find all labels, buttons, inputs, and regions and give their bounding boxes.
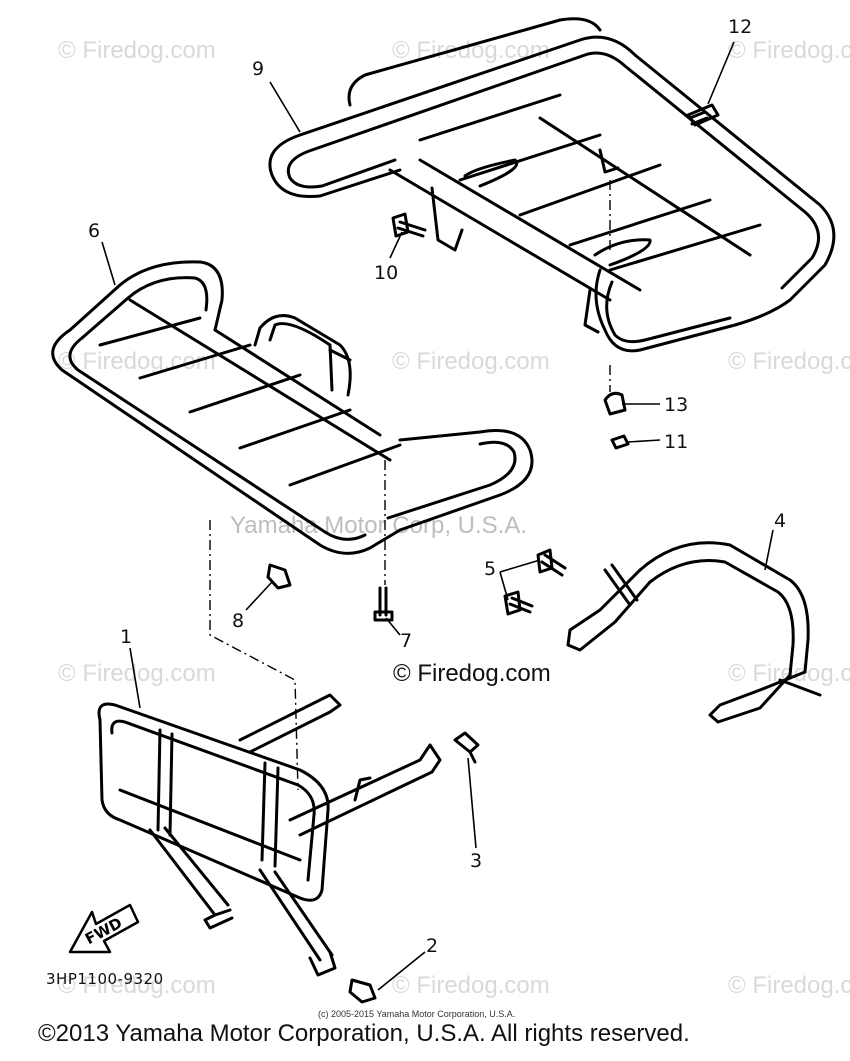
- watermark: © Firedog.com: [728, 972, 850, 999]
- callout-9: 9: [252, 58, 265, 80]
- watermark: © Firedog.com: [392, 972, 550, 999]
- copyright-notice: ©2013 Yamaha Motor Corporation, U.S.A. A…: [38, 1020, 690, 1047]
- callout-1: 1: [120, 626, 133, 648]
- watermark: © Firedog.com: [58, 37, 216, 64]
- rear-carrier: [268, 17, 836, 353]
- callout-10: 10: [374, 262, 399, 284]
- callout-8: 8: [232, 610, 245, 632]
- watermark: © Firedog.com: [58, 660, 216, 687]
- watermark: © Firedog.com: [728, 348, 850, 375]
- grab-bar: [566, 541, 822, 724]
- watermark: © Firedog.com: [728, 37, 850, 64]
- callout-3: 3: [470, 850, 483, 872]
- callout-13: 13: [664, 394, 689, 416]
- callout-4: 4: [774, 510, 787, 532]
- callout-6: 6: [88, 220, 101, 242]
- watermark: © Firedog.com: [58, 972, 216, 999]
- firedog-watermark-main: © Firedog.com: [393, 660, 551, 687]
- callout-11: 11: [664, 431, 689, 453]
- fwd-arrow: [68, 903, 140, 954]
- callout-7: 7: [400, 630, 413, 652]
- part-code: 3HP1100-9320: [46, 970, 164, 988]
- watermark: © Firedog.com: [58, 348, 216, 375]
- front-bumper: [97, 693, 442, 977]
- bolts: [266, 103, 720, 1004]
- front-carrier: [51, 260, 534, 555]
- callout-12: 12: [728, 16, 753, 38]
- small-copyright: (c) 2005-2015 Yamaha Motor Corporation, …: [318, 1009, 516, 1019]
- callout-2: 2: [426, 935, 439, 957]
- watermark: © Firedog.com: [392, 348, 550, 375]
- callout-5: 5: [484, 558, 497, 580]
